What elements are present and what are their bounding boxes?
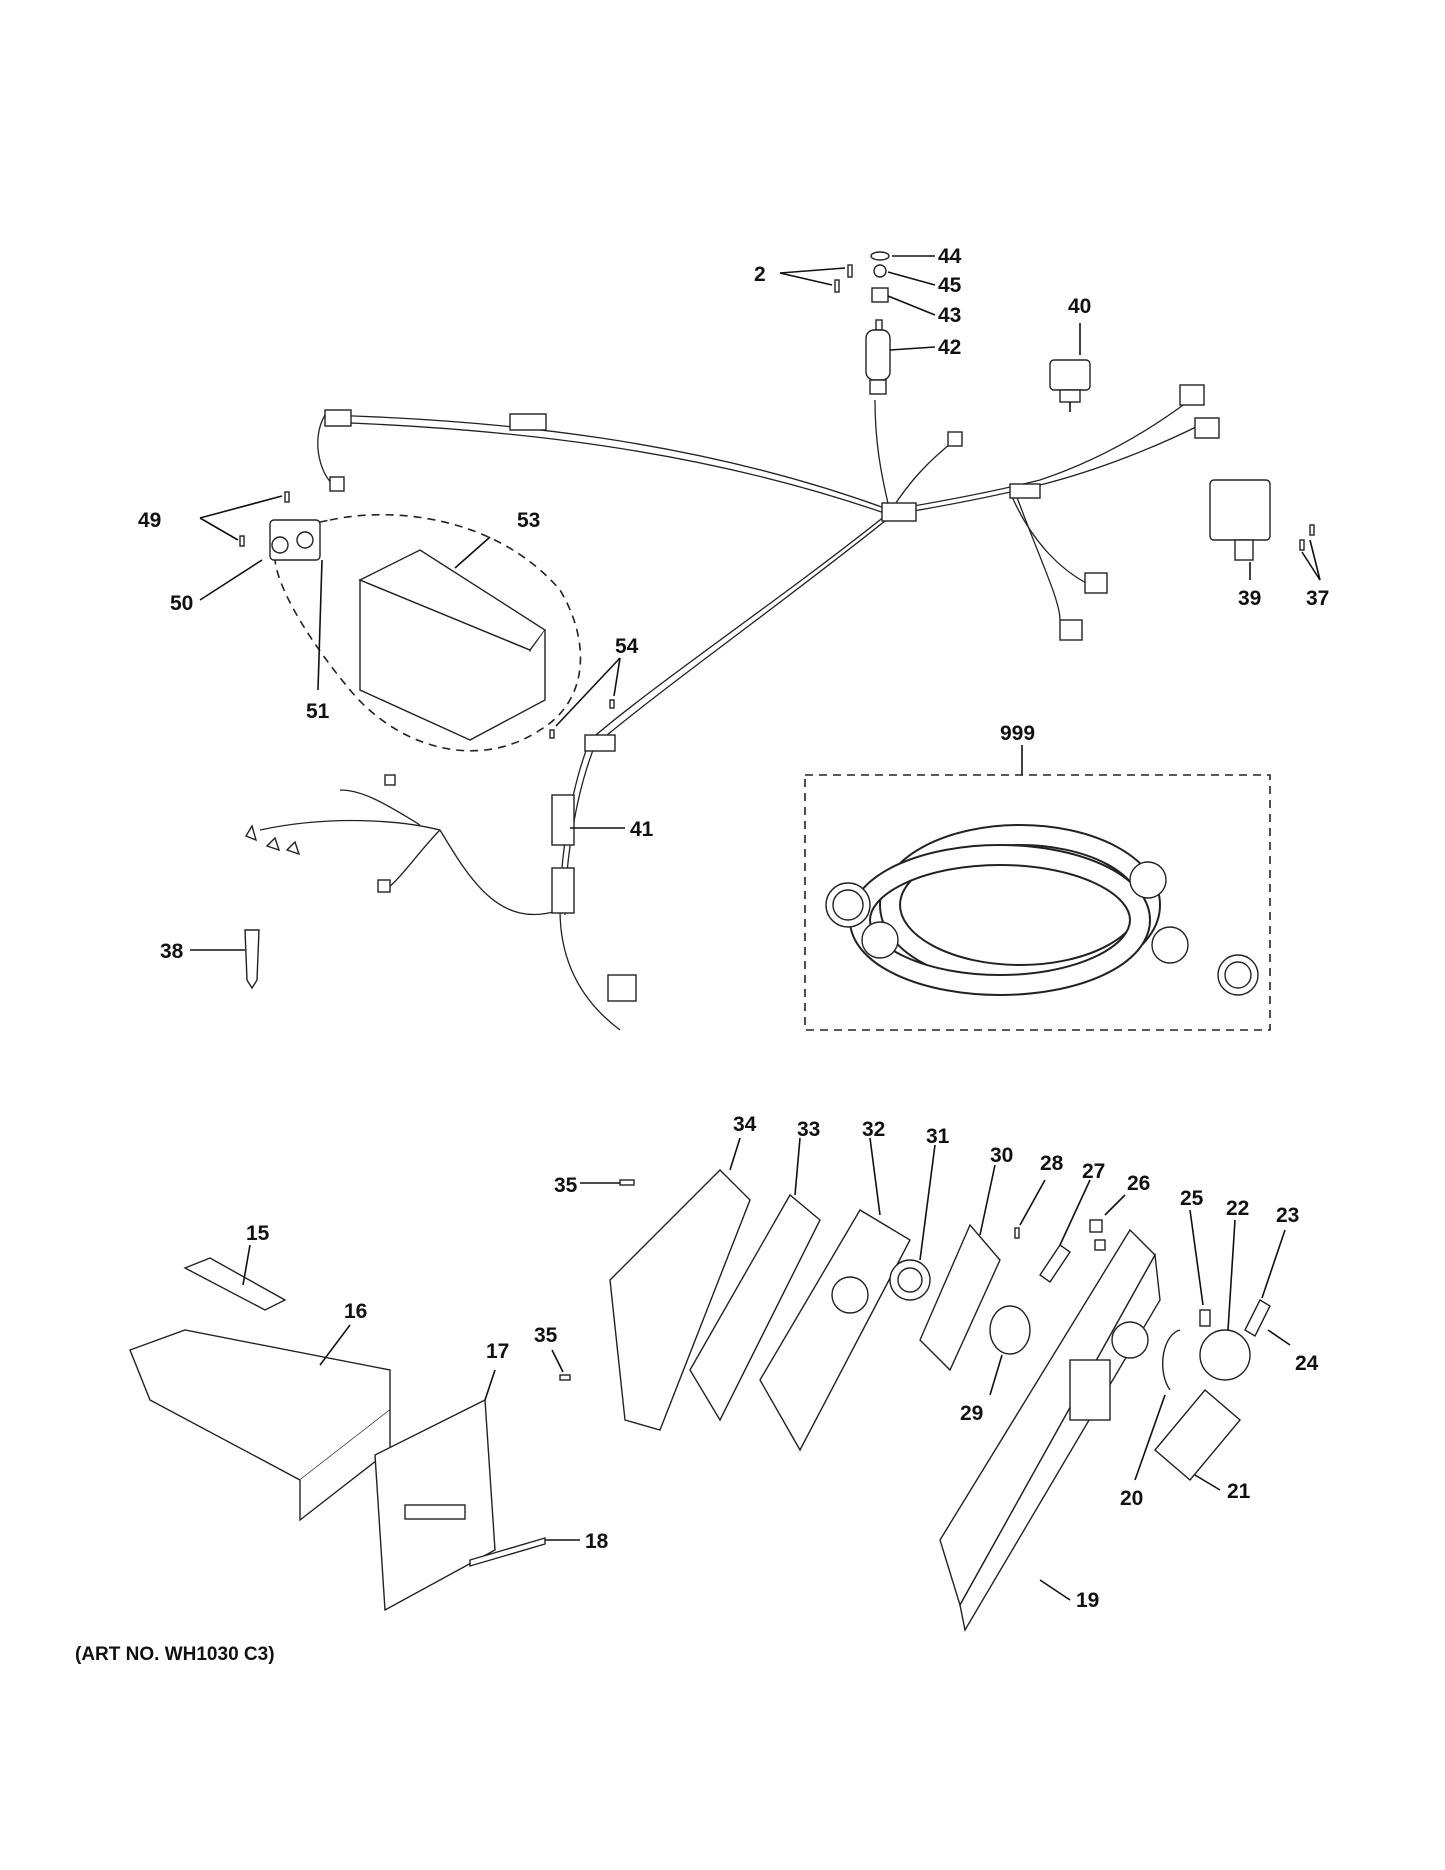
label-41: 41	[630, 818, 654, 841]
label-31: 31	[926, 1125, 950, 1148]
label-2: 2	[754, 263, 766, 286]
label-34: 34	[733, 1113, 757, 1136]
label-17: 17	[486, 1340, 509, 1363]
label-19: 19	[1076, 1589, 1099, 1612]
label-29: 29	[960, 1402, 983, 1425]
label-35-top: 35	[554, 1174, 578, 1197]
hose-kit	[804, 745, 1271, 1031]
label-35-bottom: 35	[534, 1324, 558, 1347]
label-18: 18	[585, 1530, 609, 1553]
label-23: 23	[1276, 1204, 1299, 1227]
label-999: 999	[1000, 722, 1035, 745]
label-37: 37	[1306, 587, 1329, 610]
label-16: 16	[344, 1300, 367, 1323]
wire-harness	[244, 384, 1220, 1031]
label-25: 25	[1180, 1187, 1204, 1210]
label-54: 54	[615, 635, 639, 658]
dispenser-assembly	[199, 491, 621, 752]
label-28: 28	[1040, 1152, 1064, 1175]
label-44: 44	[938, 245, 962, 268]
label-30: 30	[990, 1144, 1013, 1167]
door-lock	[1209, 479, 1321, 581]
label-42: 42	[938, 336, 961, 359]
label-20: 20	[1120, 1487, 1143, 1510]
art-number-caption: (ART NO. WH1030 C3)	[75, 1644, 275, 1665]
pressure-sensor	[1049, 323, 1091, 412]
label-53: 53	[517, 509, 540, 532]
label-38: 38	[160, 940, 184, 963]
label-49: 49	[138, 509, 161, 532]
control-panel-assembly	[129, 1137, 1291, 1632]
label-51: 51	[306, 700, 330, 723]
label-22: 22	[1226, 1197, 1249, 1220]
label-39: 39	[1238, 587, 1261, 610]
label-40: 40	[1068, 295, 1091, 318]
label-33: 33	[797, 1118, 820, 1141]
label-43: 43	[938, 304, 961, 327]
top-small-parts	[779, 251, 936, 395]
label-15: 15	[246, 1222, 270, 1245]
label-24: 24	[1295, 1352, 1319, 1375]
label-45: 45	[938, 274, 962, 297]
label-32: 32	[862, 1118, 885, 1141]
label-26: 26	[1127, 1172, 1150, 1195]
label-21: 21	[1227, 1480, 1251, 1503]
label-50: 50	[170, 592, 193, 615]
label-27: 27	[1082, 1160, 1105, 1183]
